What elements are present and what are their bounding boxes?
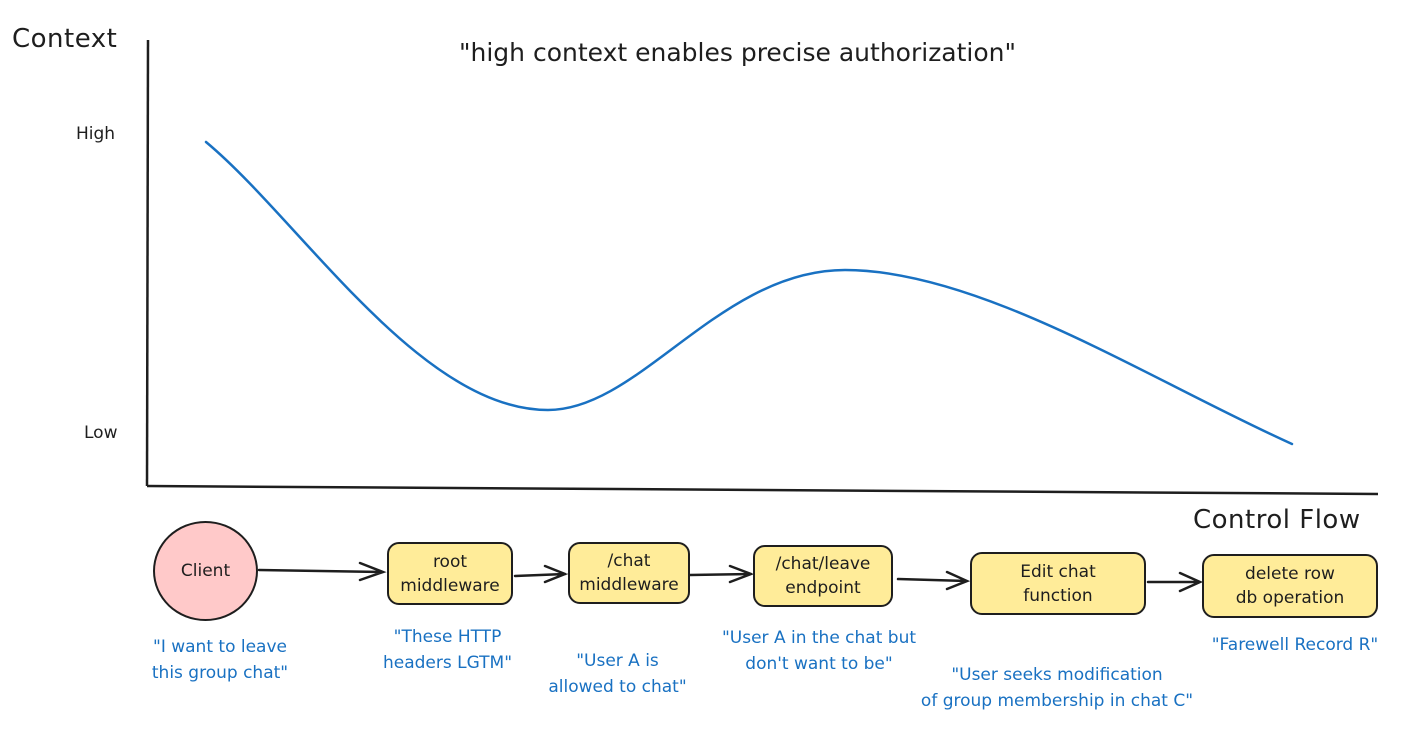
- x-axis-line: [146, 484, 1379, 496]
- node-delete-row-db-operation: delete row db operation: [1202, 554, 1378, 618]
- flow-arrows: [257, 561, 1204, 593]
- node-root-middleware: root middleware: [387, 542, 513, 605]
- arrow-leave-to-edit: [896, 570, 971, 591]
- arrow-root-to-chat: [513, 564, 569, 584]
- arrow-edit-to-delete: [1146, 571, 1204, 593]
- note-chat-middleware: "User A is allowed to chat": [548, 651, 687, 697]
- note-delete-row: "Farewell Record R": [1211, 635, 1379, 655]
- chart-title: "high context enables precise authorizat…: [459, 38, 1017, 67]
- note-chat-leave-endpoint: "User A in the chat but don't want to be…: [721, 628, 917, 674]
- arrow-client-to-root: [257, 561, 387, 582]
- context-curve: [204, 140, 1294, 446]
- node-client: Client: [153, 521, 258, 621]
- node-chat-middleware: /chat middleware: [568, 542, 690, 604]
- x-axis-title: Control Flow: [1193, 505, 1361, 535]
- y-tick-high: High: [76, 124, 116, 144]
- arrow-chat-to-leave: [688, 564, 755, 584]
- node-chat-leave-endpoint: /chat/leave endpoint: [753, 545, 893, 607]
- note-client: "I want to leave this group chat": [151, 637, 289, 683]
- node-edit-chat-function: Edit chat function: [970, 552, 1146, 615]
- note-edit-chat-function: "User seeks modification of group member…: [920, 665, 1194, 711]
- note-root-middleware: "These HTTP headers LGTM": [382, 627, 513, 673]
- y-tick-low: Low: [84, 423, 118, 443]
- y-axis-line: [145, 39, 150, 487]
- y-axis-title: Context: [12, 24, 118, 54]
